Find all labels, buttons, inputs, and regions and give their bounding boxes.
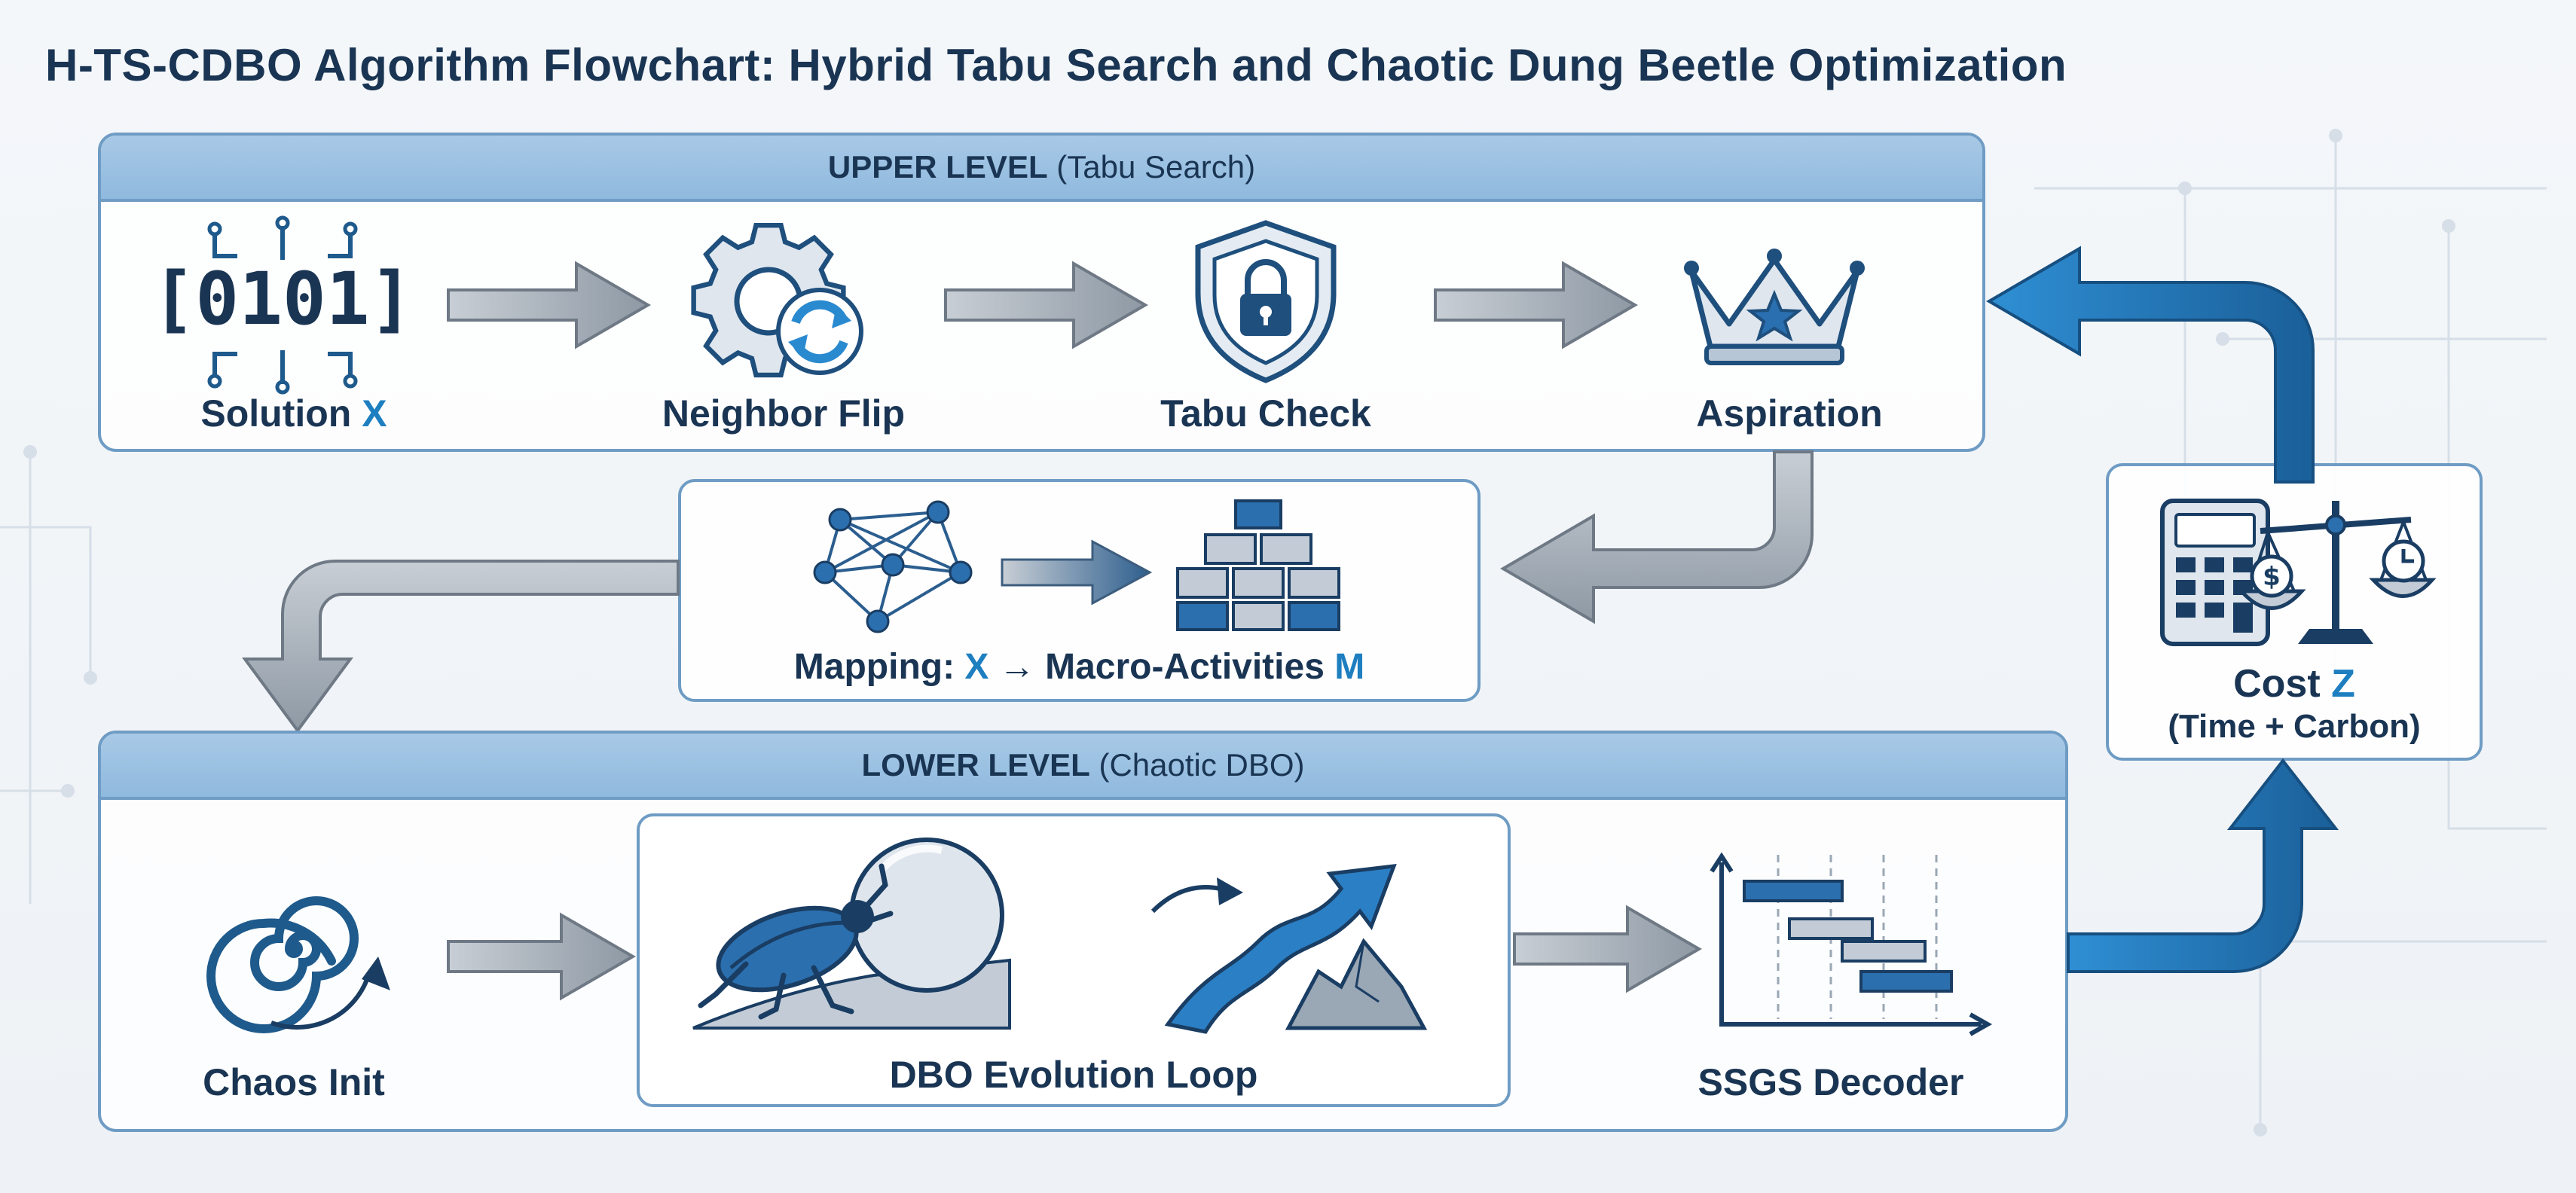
arrow-neighbor-to-tabu <box>944 261 1148 349</box>
calculator-scale-icon: $ <box>2160 499 2437 646</box>
mapping-variable-m: M <box>1334 647 1365 687</box>
svg-text:$: $ <box>2263 562 2281 592</box>
arrow-cost-to-upper <box>1986 246 2315 484</box>
solution-text: Solution <box>200 392 352 435</box>
neighbor-flip-label: Neighbor Flip <box>662 392 906 435</box>
block-pyramid-icon <box>1176 499 1340 631</box>
ssgs-decoder-label: SSGS Decoder <box>1697 1061 1964 1103</box>
dbo-evolution-label: DBO Evolution Loop <box>889 1054 1258 1096</box>
binary-code-icon: [0101] <box>152 215 413 395</box>
spiral-icon <box>206 896 390 1033</box>
lower-level-title: LOWER LEVEL <box>861 747 1090 783</box>
gantt-chart-icon <box>1710 852 1993 1036</box>
arrow-dbo-to-ssgs <box>1513 905 1702 993</box>
gear-refresh-icon <box>691 222 863 378</box>
arrow-tabu-to-aspiration <box>1434 261 1638 349</box>
lower-level-header: LOWER LEVEL (Chaotic DBO) <box>101 734 2065 800</box>
shield-lock-icon <box>1195 220 1337 383</box>
crown-icon <box>1684 249 1865 365</box>
dung-beetle-icon <box>692 838 1011 1030</box>
lower-level-subtitle: (Chaotic DBO) <box>1099 747 1305 783</box>
cost-variable: Z <box>2331 662 2355 706</box>
mapping-middle-text: Macro-Activities <box>1045 647 1325 687</box>
mapping-variable-x: X <box>964 647 989 687</box>
mapping-box <box>678 479 1481 702</box>
solution-label: Solution X <box>128 392 460 435</box>
mapping-prefix: Mapping: <box>793 647 955 687</box>
network-graph-icon <box>813 500 973 633</box>
chaos-init-label: Chaos Init <box>203 1061 385 1103</box>
mapping-label: Mapping: X → Macro-Activities M <box>678 646 1481 688</box>
cost-subtitle: (Time + Carbon) <box>2168 708 2421 745</box>
arrow-solution-to-neighbor <box>447 261 651 349</box>
cost-title: Cost Z <box>2106 661 2483 706</box>
aspiration-label: Aspiration <box>1696 392 1883 435</box>
tabu-check-label: Tabu Check <box>1160 392 1371 435</box>
arrow-network-to-blocks <box>1001 539 1153 606</box>
upper-level-header: UPPER LEVEL (Tabu Search) <box>101 136 1982 202</box>
upper-level-title: UPPER LEVEL <box>827 149 1048 185</box>
cost-title-text: Cost <box>2233 662 2321 706</box>
arrow-lower-to-cost <box>2067 758 2339 973</box>
svg-text:[0101]: [0101] <box>152 257 414 341</box>
upper-level-subtitle: (Tabu Search) <box>1056 149 1256 185</box>
solution-variable: X <box>362 392 387 435</box>
evolution-arrow-icon <box>1150 864 1428 1034</box>
mapping-arrow-symbol: → <box>998 647 1035 687</box>
page-title: H-TS-CDBO Algorithm Flowchart: Hybrid Ta… <box>45 40 2067 90</box>
arrow-chaos-to-dbo <box>447 912 636 1001</box>
arrow-aspiration-to-mapping <box>1500 450 1814 624</box>
arrow-mapping-to-lower <box>242 560 680 734</box>
